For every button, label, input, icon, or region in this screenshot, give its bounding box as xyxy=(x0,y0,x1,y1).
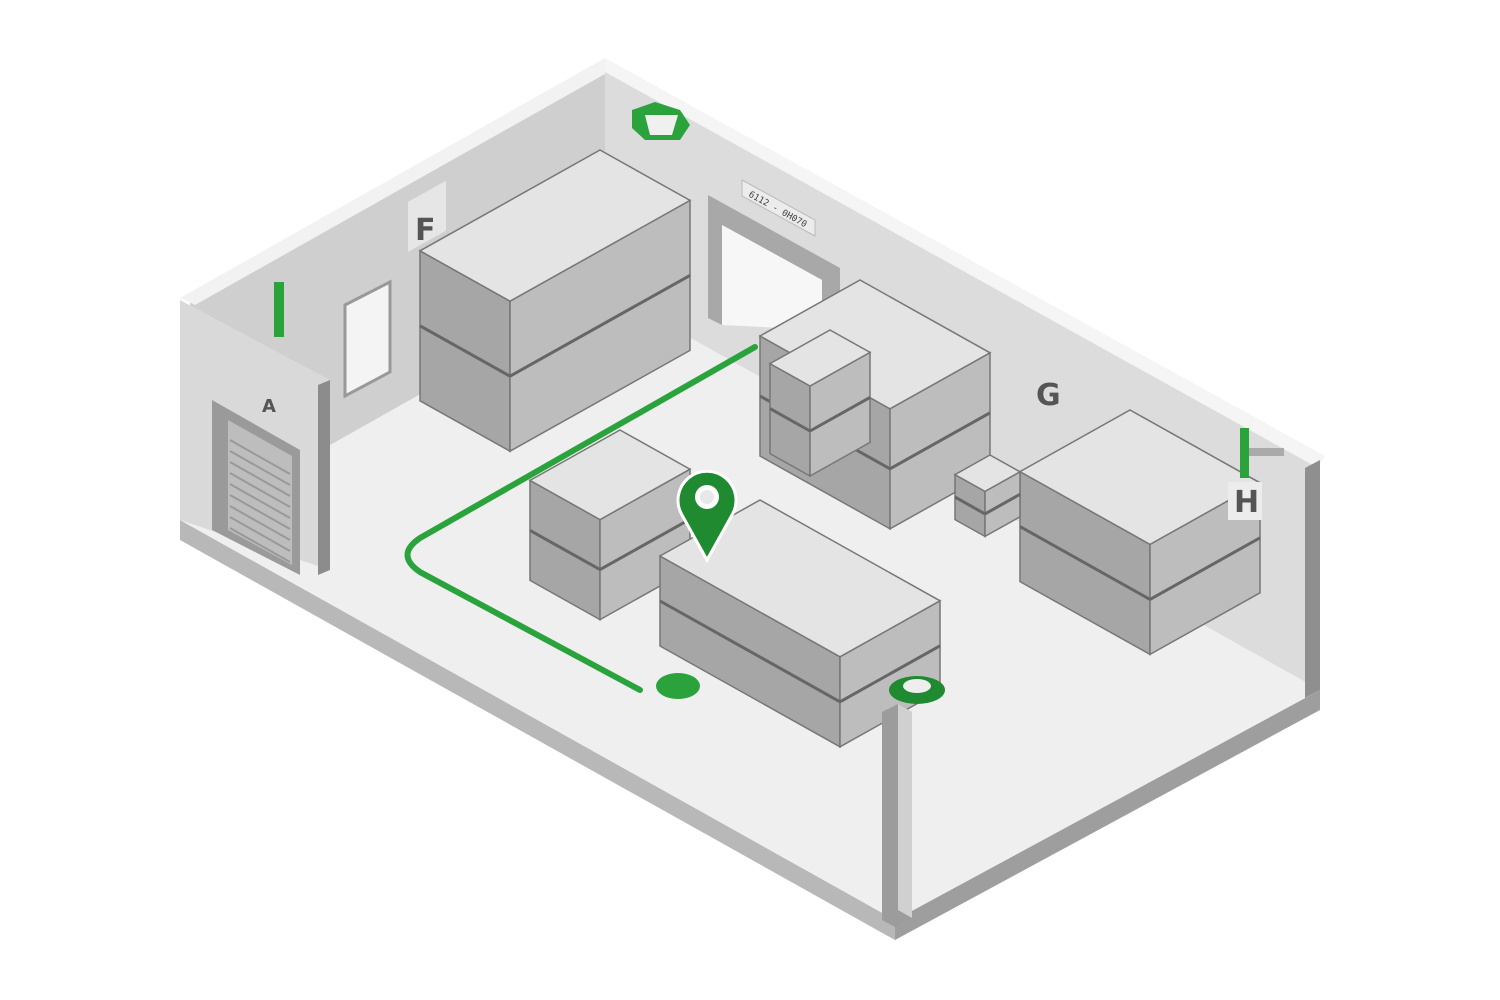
sensor-icon xyxy=(274,282,284,337)
front-pillar-face xyxy=(898,704,912,918)
rack-shelf xyxy=(954,495,986,516)
rack-shelf xyxy=(599,517,691,571)
route-path xyxy=(404,344,758,693)
main-doorway[interactable] xyxy=(722,225,822,330)
door-slat xyxy=(229,439,291,475)
storage-rack[interactable] xyxy=(1018,409,1262,656)
rack-shelf xyxy=(659,599,841,704)
rack-shelf xyxy=(769,407,811,433)
storage-rack[interactable] xyxy=(418,149,692,453)
rack-shelf xyxy=(984,492,1021,516)
rack-shelf xyxy=(1149,536,1261,601)
back-right-wall-top xyxy=(605,58,1325,468)
rack-top xyxy=(418,149,692,303)
door-slat xyxy=(229,527,291,563)
zone-label-g: G xyxy=(1036,378,1061,413)
storage-rack[interactable] xyxy=(658,499,942,749)
door-slat xyxy=(229,505,291,541)
left-front-wall-edge xyxy=(318,380,330,575)
sensor-icon xyxy=(1240,428,1284,478)
zone-f-plate xyxy=(408,180,446,252)
rack-shelf xyxy=(419,324,511,378)
storage-rack[interactable] xyxy=(953,454,1022,538)
door-slat xyxy=(229,483,291,519)
floor-slab-side-left xyxy=(180,520,895,940)
rack-shelf xyxy=(809,396,871,433)
right-wall-edge xyxy=(1305,460,1320,698)
zone-label-a: A xyxy=(262,396,276,417)
back-left-wall-top xyxy=(180,58,612,305)
rack-shelf xyxy=(889,411,991,471)
location-pin-icon[interactable] xyxy=(676,469,738,564)
sensor-icon xyxy=(889,676,945,704)
side-door[interactable] xyxy=(343,279,392,399)
door-slat xyxy=(229,472,291,508)
door-sign-plate xyxy=(741,179,816,237)
floor-slab-side-right xyxy=(895,690,1320,940)
rack-top xyxy=(768,329,872,387)
rack-shelf xyxy=(1019,525,1151,601)
rack-shelf xyxy=(839,644,941,704)
door-slat xyxy=(229,461,291,497)
zone-h-plate xyxy=(1228,482,1262,520)
rack-shelf xyxy=(509,274,691,378)
rack-area xyxy=(418,149,1262,749)
door-slat xyxy=(229,494,291,530)
storage-rack[interactable] xyxy=(528,429,692,621)
route-start-dot-icon[interactable] xyxy=(656,673,700,699)
dock-door-a[interactable] xyxy=(228,420,292,565)
rack-top xyxy=(758,279,992,410)
rack-shelf xyxy=(529,529,601,571)
rack-top xyxy=(1018,409,1262,546)
door-slat xyxy=(229,450,291,486)
zone-label-f: F xyxy=(415,213,436,248)
dock-door-slats xyxy=(229,439,291,563)
door-slat xyxy=(229,516,291,552)
zone-label-h: H xyxy=(1234,485,1259,520)
sensor-icon xyxy=(632,102,690,140)
main-doorway-frame[interactable] xyxy=(708,195,840,340)
storage-rack[interactable] xyxy=(768,329,872,478)
rack-top xyxy=(953,454,1022,493)
rack-top xyxy=(528,429,692,521)
